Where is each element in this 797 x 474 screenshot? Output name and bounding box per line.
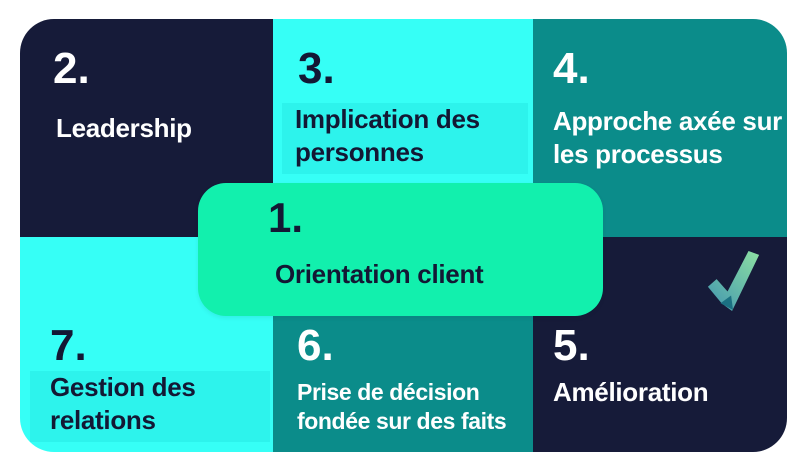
principle-number: 4. (553, 44, 590, 93)
checkmark-icon (707, 251, 760, 311)
principle-label: Prise de décision fondée sur des faits (297, 379, 507, 435)
principle-label: Leadership (56, 113, 192, 143)
tile-orientation-client: 1. Orientation client (198, 183, 603, 316)
principle-label: Implication des personnes (295, 104, 480, 168)
label-highlight-band: Gestion des relations (30, 371, 270, 442)
principle-number: 1. (268, 194, 304, 241)
label-highlight-band: Implication des personnes (282, 103, 528, 174)
principle-label: Approche axée sur les processus (553, 106, 782, 170)
principles-grid: 2. Leadership 3. Implication des personn… (20, 19, 787, 452)
principle-label: Amélioration (553, 377, 709, 407)
tile-leadership: 2. Leadership (20, 19, 273, 237)
principle-number: 3. (298, 44, 335, 93)
principle-number: 5. (553, 321, 590, 370)
principle-label: Orientation client (275, 259, 484, 289)
principle-number: 6. (297, 321, 334, 370)
principle-number: 7. (50, 321, 87, 370)
principle-number: 2. (53, 44, 90, 93)
tile-gestion-des-relations: 7. Gestion des relations (20, 237, 273, 452)
principle-label: Gestion des relations (50, 372, 196, 436)
